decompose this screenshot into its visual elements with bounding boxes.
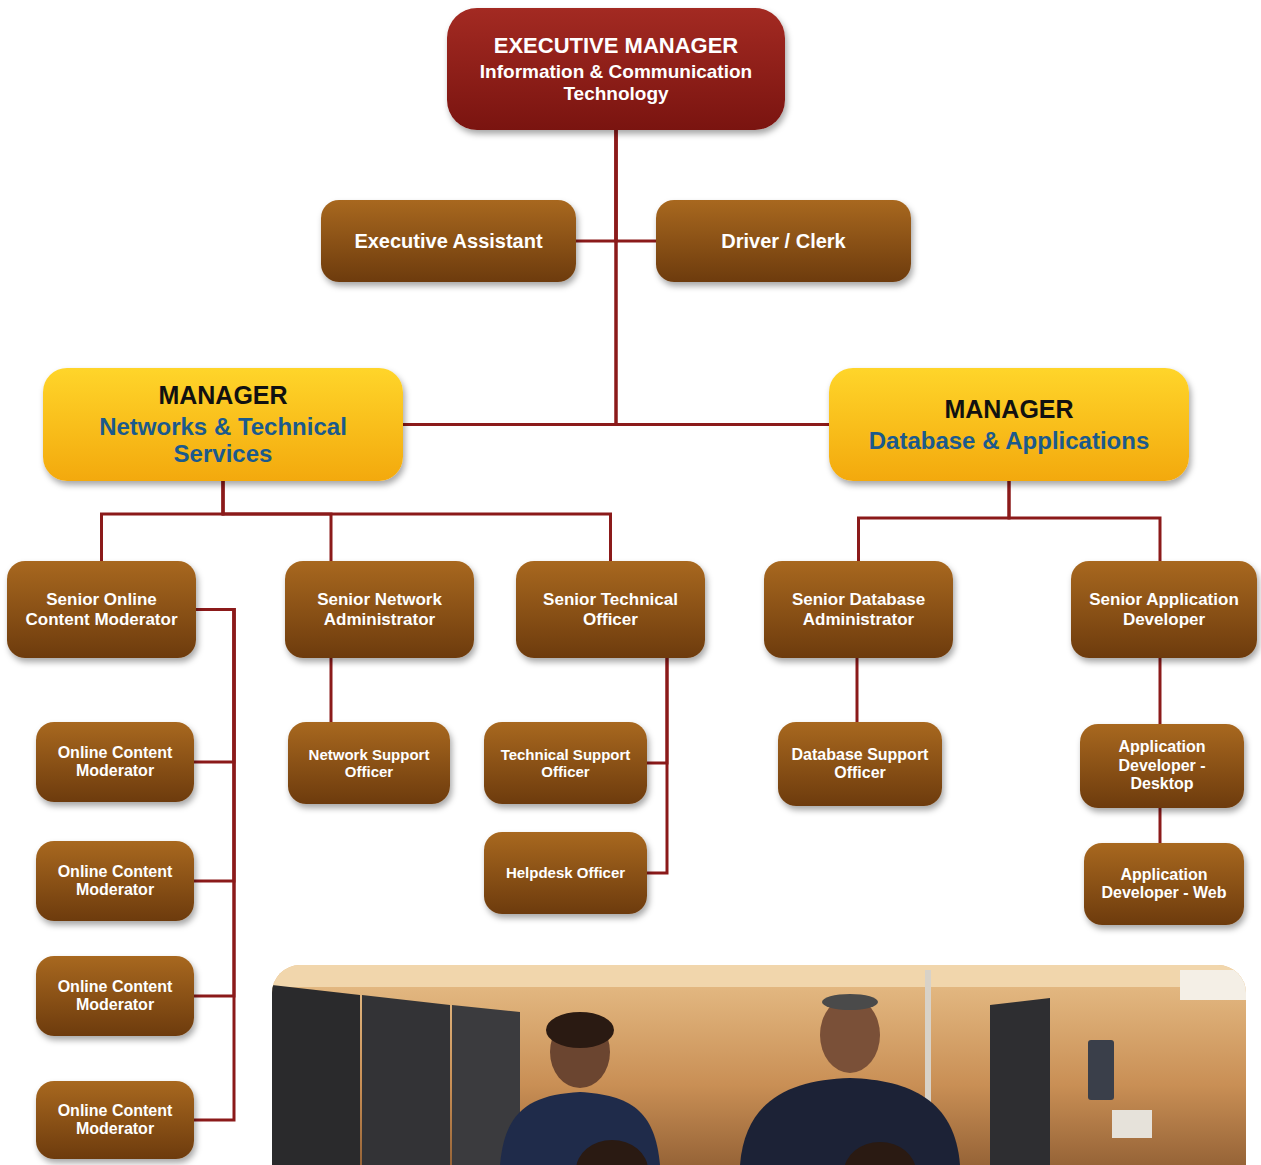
reporting-line	[647, 658, 667, 873]
node-title: Online Content Moderator	[44, 978, 186, 1015]
staff-box: Online Content Moderator	[36, 841, 194, 921]
air-conditioner	[1180, 970, 1246, 1000]
child-head	[844, 1142, 916, 1165]
node-title: Senior Online Content Moderator	[15, 590, 188, 629]
reporting-line	[1159, 808, 1162, 843]
manager-box: MANAGER Database & Applications	[829, 368, 1189, 481]
senior-box: Senior Application Developer	[1071, 561, 1257, 658]
reporting-line	[1009, 481, 1160, 561]
staff-box: Network Support Officer	[288, 722, 450, 804]
child-head	[576, 1140, 648, 1165]
senior-box: Senior Network Administrator	[285, 561, 474, 658]
staff-box: Database Support Officer	[778, 722, 942, 806]
staff-box: Driver / Clerk	[656, 200, 911, 282]
wall-panel	[1088, 1040, 1114, 1100]
sunglasses	[822, 994, 878, 1010]
executive-box: EXECUTIVE MANAGER Information & Communica…	[447, 8, 785, 130]
node-subtitle: Information & Communication Technology	[455, 61, 777, 105]
senior-box: Senior Database Administrator	[764, 561, 953, 658]
reporting-line	[194, 610, 234, 1121]
senior-box: Senior Online Content Moderator	[7, 561, 196, 658]
senior-box: Senior Technical Officer	[516, 561, 705, 658]
reporting-line	[616, 130, 656, 241]
reporting-line	[647, 658, 667, 763]
reporting-line	[223, 481, 611, 561]
node-title: MANAGER	[158, 381, 287, 410]
node-title: Application Developer - Web	[1092, 866, 1236, 903]
node-title: Network Support Officer	[296, 746, 442, 781]
reporting-line	[576, 130, 616, 241]
staff-box: Online Content Moderator	[36, 722, 194, 802]
node-title: Senior Application Developer	[1079, 590, 1249, 629]
room-wall	[272, 965, 1246, 1165]
staff-box: Online Content Moderator	[36, 956, 194, 1036]
node-subtitle: Database & Applications	[869, 427, 1150, 455]
reporting-line	[194, 610, 234, 997]
ceiling	[272, 965, 1246, 987]
person-shirt	[740, 1078, 960, 1165]
node-title: Driver / Clerk	[721, 230, 846, 253]
node-title: Database Support Officer	[786, 746, 934, 783]
node-title: EXECUTIVE MANAGER	[494, 33, 738, 58]
node-title: Senior Database Administrator	[772, 590, 945, 629]
node-title: Helpdesk Officer	[506, 864, 625, 881]
node-subtitle: Networks & Technical Services	[51, 413, 395, 468]
node-title: Online Content Moderator	[44, 863, 186, 900]
server-cabinet	[990, 998, 1050, 1165]
wall-box	[1112, 1110, 1152, 1138]
person-hair	[546, 1012, 614, 1048]
staff-box: Application Developer - Desktop	[1080, 724, 1244, 808]
reporting-line	[859, 481, 1010, 561]
staff-box: Helpdesk Officer	[484, 832, 647, 914]
reporting-line	[194, 610, 234, 763]
staff-box: Online Content Moderator	[36, 1081, 194, 1159]
reporting-line	[330, 658, 333, 722]
server-rack	[362, 995, 450, 1165]
reporting-line	[194, 610, 234, 882]
manager-box: MANAGER Networks & Technical Services	[43, 368, 403, 481]
node-title: Senior Network Administrator	[293, 590, 466, 629]
node-title: Senior Technical Officer	[524, 590, 697, 629]
server-rack	[272, 985, 360, 1165]
photo-scene	[272, 965, 1246, 1165]
reporting-line	[102, 481, 224, 561]
node-title: Executive Assistant	[354, 230, 542, 253]
staff-box: Executive Assistant	[321, 200, 576, 282]
staff-box: Technical Support Officer	[484, 722, 647, 804]
node-title: Technical Support Officer	[492, 746, 639, 781]
reporting-line	[223, 481, 331, 561]
staff-box: Application Developer - Web	[1084, 843, 1244, 925]
node-title: Online Content Moderator	[44, 744, 186, 781]
node-title: Application Developer - Desktop	[1088, 738, 1236, 793]
node-title: MANAGER	[944, 395, 1073, 424]
reporting-line	[856, 658, 859, 722]
reporting-line	[1159, 658, 1162, 724]
node-title: Online Content Moderator	[44, 1102, 186, 1139]
